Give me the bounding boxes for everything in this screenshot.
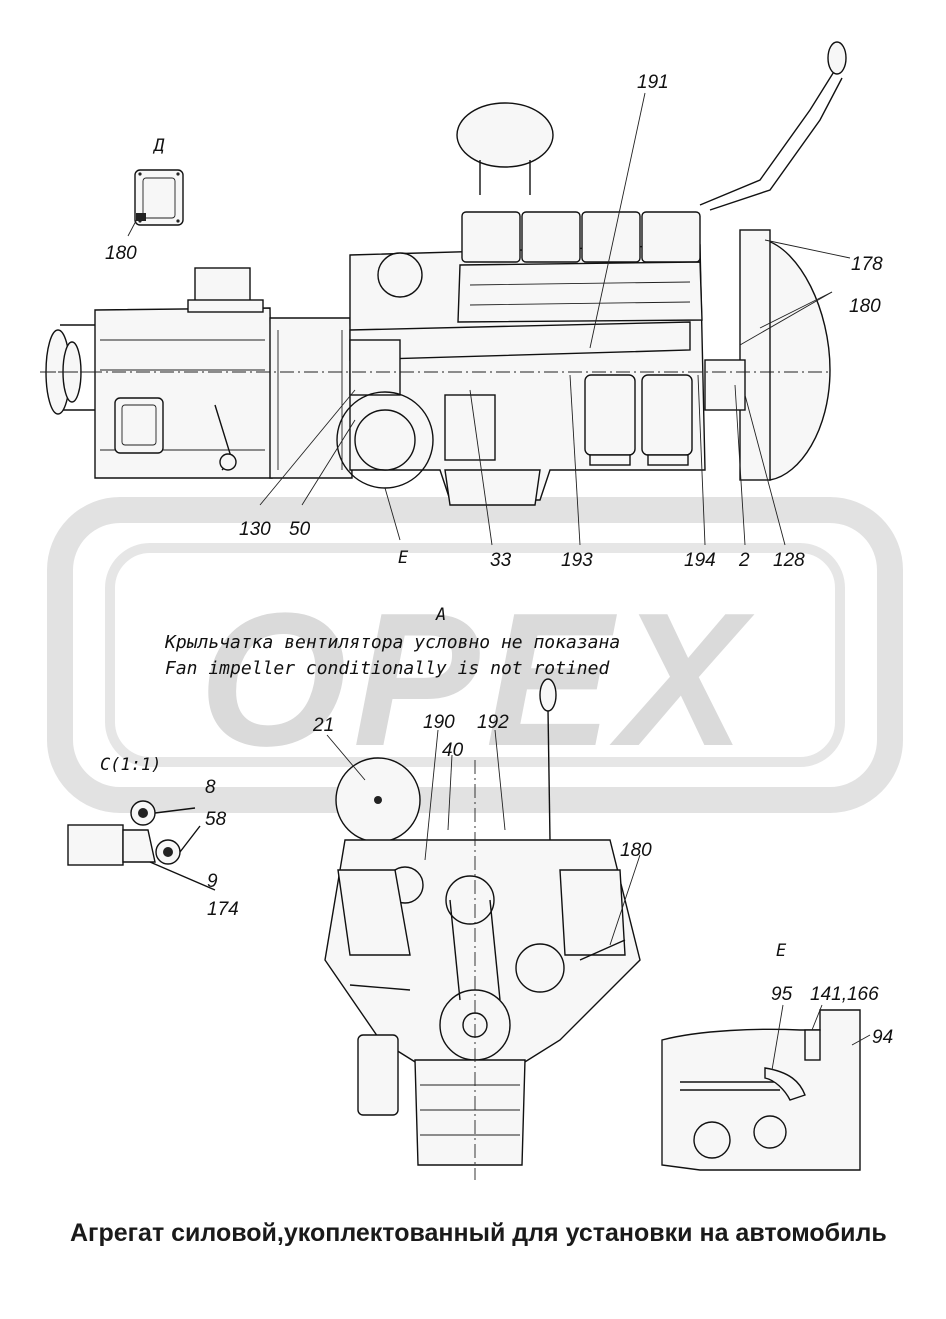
callout-180-front: 180 — [620, 840, 652, 861]
callout-50: 50 — [289, 519, 311, 540]
callout-141-166: 141,166 — [810, 984, 879, 1005]
view-label-e-side: Е — [398, 548, 409, 568]
watermark: ОРЕХ — [47, 497, 903, 813]
callout-174: 174 — [207, 899, 239, 920]
callout-8: 8 — [205, 777, 216, 798]
callout-94: 94 — [872, 1027, 893, 1048]
side-view-leaders — [259, 92, 851, 546]
section-c-detail — [67, 800, 216, 891]
view-label-e-detail: Е — [776, 941, 787, 961]
view-label-c: С(1:1) — [100, 755, 161, 775]
front-view-leaders — [326, 729, 641, 946]
callout-128: 128 — [773, 550, 805, 571]
callout-58: 58 — [205, 809, 227, 830]
callout-40: 40 — [442, 740, 464, 761]
callout-21: 21 — [312, 715, 334, 736]
callout-2: 2 — [738, 550, 750, 571]
callout-95: 95 — [771, 984, 793, 1005]
engine-front-view — [324, 678, 641, 1180]
diagram-caption: Агрегат силовой,укоплектованный для уста… — [70, 1219, 887, 1247]
note-ru: Крыльчатка вентилятора условно не показа… — [164, 632, 620, 653]
view-d-cover — [127, 169, 184, 237]
callout-193: 193 — [561, 550, 593, 571]
callout-d180: 180 — [105, 243, 137, 264]
view-label-d: Д — [152, 136, 165, 156]
callout-194: 194 — [684, 550, 716, 571]
callout-190: 190 — [423, 712, 455, 733]
callout-130: 130 — [239, 519, 271, 540]
callout-178: 178 — [851, 254, 883, 275]
callout-180-right: 180 — [849, 296, 881, 317]
engine-side-view — [40, 41, 847, 506]
watermark-text: ОРЕХ — [199, 574, 755, 786]
detail-e-leaders — [771, 1004, 871, 1071]
view-label-a: А — [435, 605, 446, 625]
note-en: Fan impeller conditionally is not rotine… — [165, 658, 610, 679]
detail-e — [661, 1009, 861, 1171]
callout-192: 192 — [477, 712, 509, 733]
callout-9: 9 — [207, 871, 218, 892]
callout-33: 33 — [490, 550, 512, 571]
callout-191: 191 — [637, 72, 669, 93]
